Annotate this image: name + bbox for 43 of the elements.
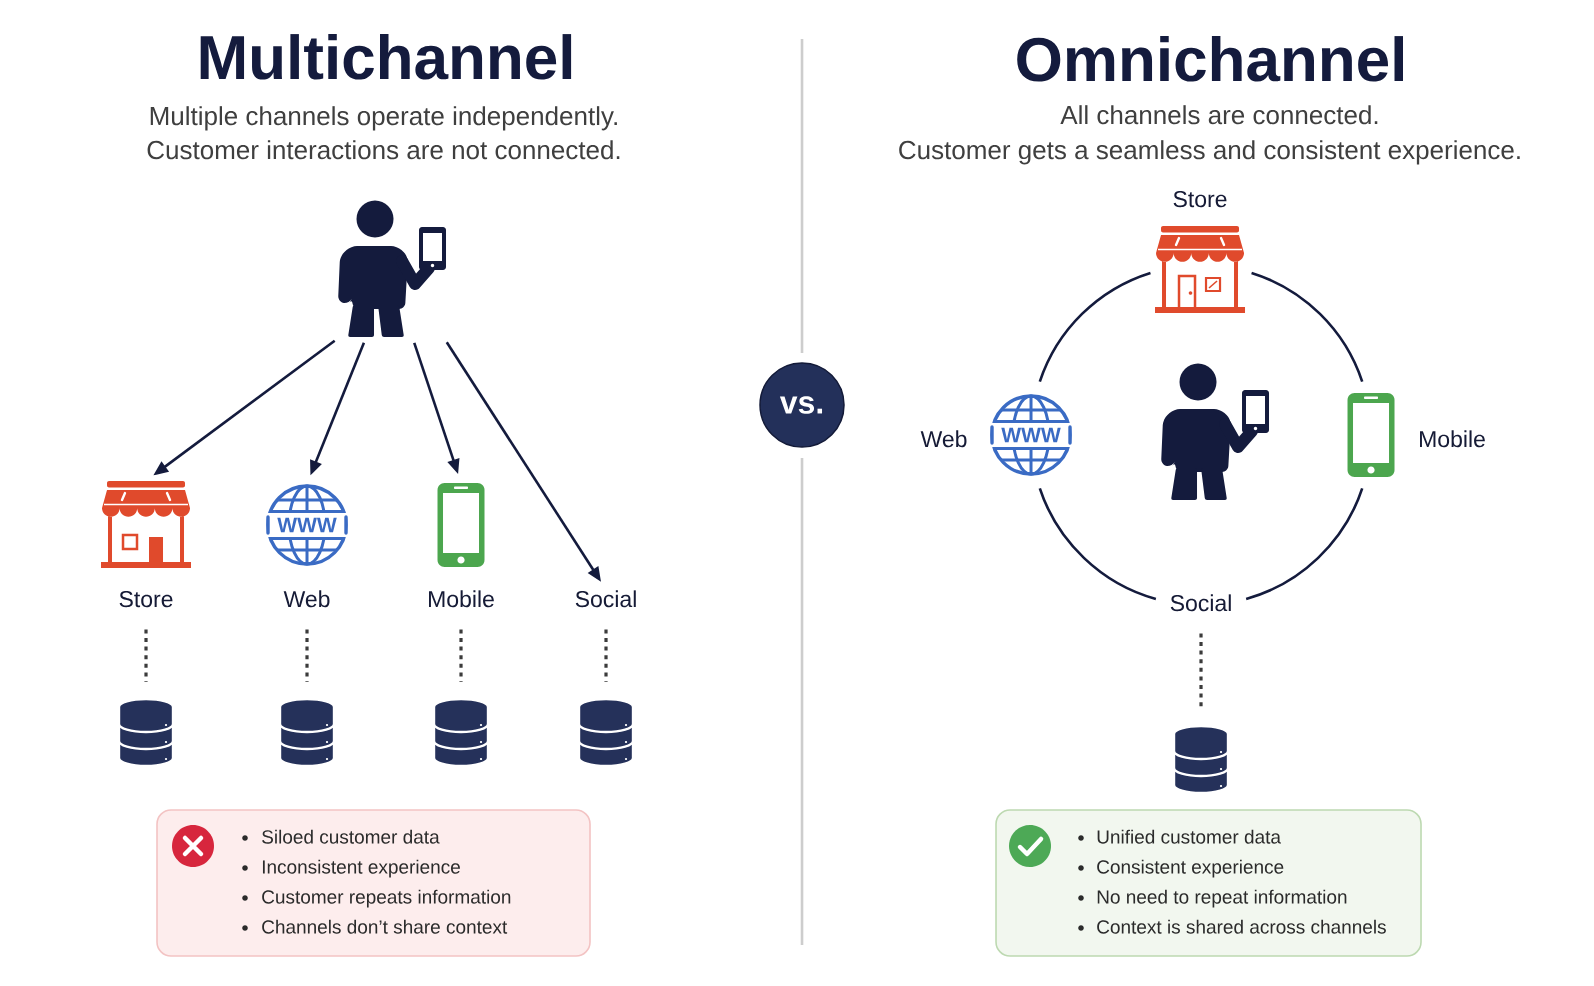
connector-line <box>1251 271 1364 383</box>
subtitle: All channels are connected. <box>1060 105 1378 125</box>
channel-label: Mobile <box>1420 430 1485 448</box>
heading: Omnichannel <box>1017 36 1403 82</box>
list-item: Consistent experience <box>1097 859 1284 878</box>
list-item: No need to repeat information <box>1097 889 1347 908</box>
dotted-line <box>144 629 148 682</box>
database-icon <box>278 697 336 768</box>
database-icon <box>432 697 490 768</box>
dotted-line <box>459 629 463 682</box>
database-icon <box>117 697 175 768</box>
connector-line <box>1038 487 1157 601</box>
channel-label: Social <box>575 590 636 608</box>
subtitle: Customer gets a seamless and consistent experience. <box>899 140 1520 165</box>
subtitle: Multiple channels operate independently. <box>150 106 617 131</box>
globe-text: WWW <box>1001 427 1061 443</box>
list-item: Context is shared across channels <box>1097 919 1386 934</box>
connector-line <box>1245 487 1364 601</box>
versus-badge: vs. <box>759 362 845 448</box>
person-icon <box>1161 363 1269 500</box>
channel-label: Web <box>920 430 967 448</box>
list-item: Unified customer data <box>1097 829 1281 844</box>
channel-label: Web <box>283 590 330 608</box>
dotted-line <box>604 629 608 682</box>
channel-label: Mobile <box>429 590 494 608</box>
channel-label: Social <box>1170 594 1231 612</box>
database-icon <box>1172 724 1230 795</box>
list-box <box>995 809 1422 957</box>
person-icon <box>338 200 446 337</box>
dotted-line <box>1199 633 1203 709</box>
list-item: Siloed customer data <box>262 829 440 844</box>
channel-label: Store <box>1173 190 1227 208</box>
channel-label: Store <box>119 590 173 608</box>
connector-line <box>1038 271 1151 383</box>
database-icon <box>577 697 635 768</box>
dotted-line <box>305 629 309 682</box>
globe-text: WWW <box>277 517 337 533</box>
list-box <box>156 809 591 957</box>
list-item: Channels don’t share context <box>262 919 508 934</box>
list-item: Customer repeats information <box>262 889 511 908</box>
list-item: Inconsistent experience <box>262 859 460 878</box>
heading: Multichannel <box>200 34 572 80</box>
subtitle: Customer interactions are not connected. <box>147 140 620 160</box>
